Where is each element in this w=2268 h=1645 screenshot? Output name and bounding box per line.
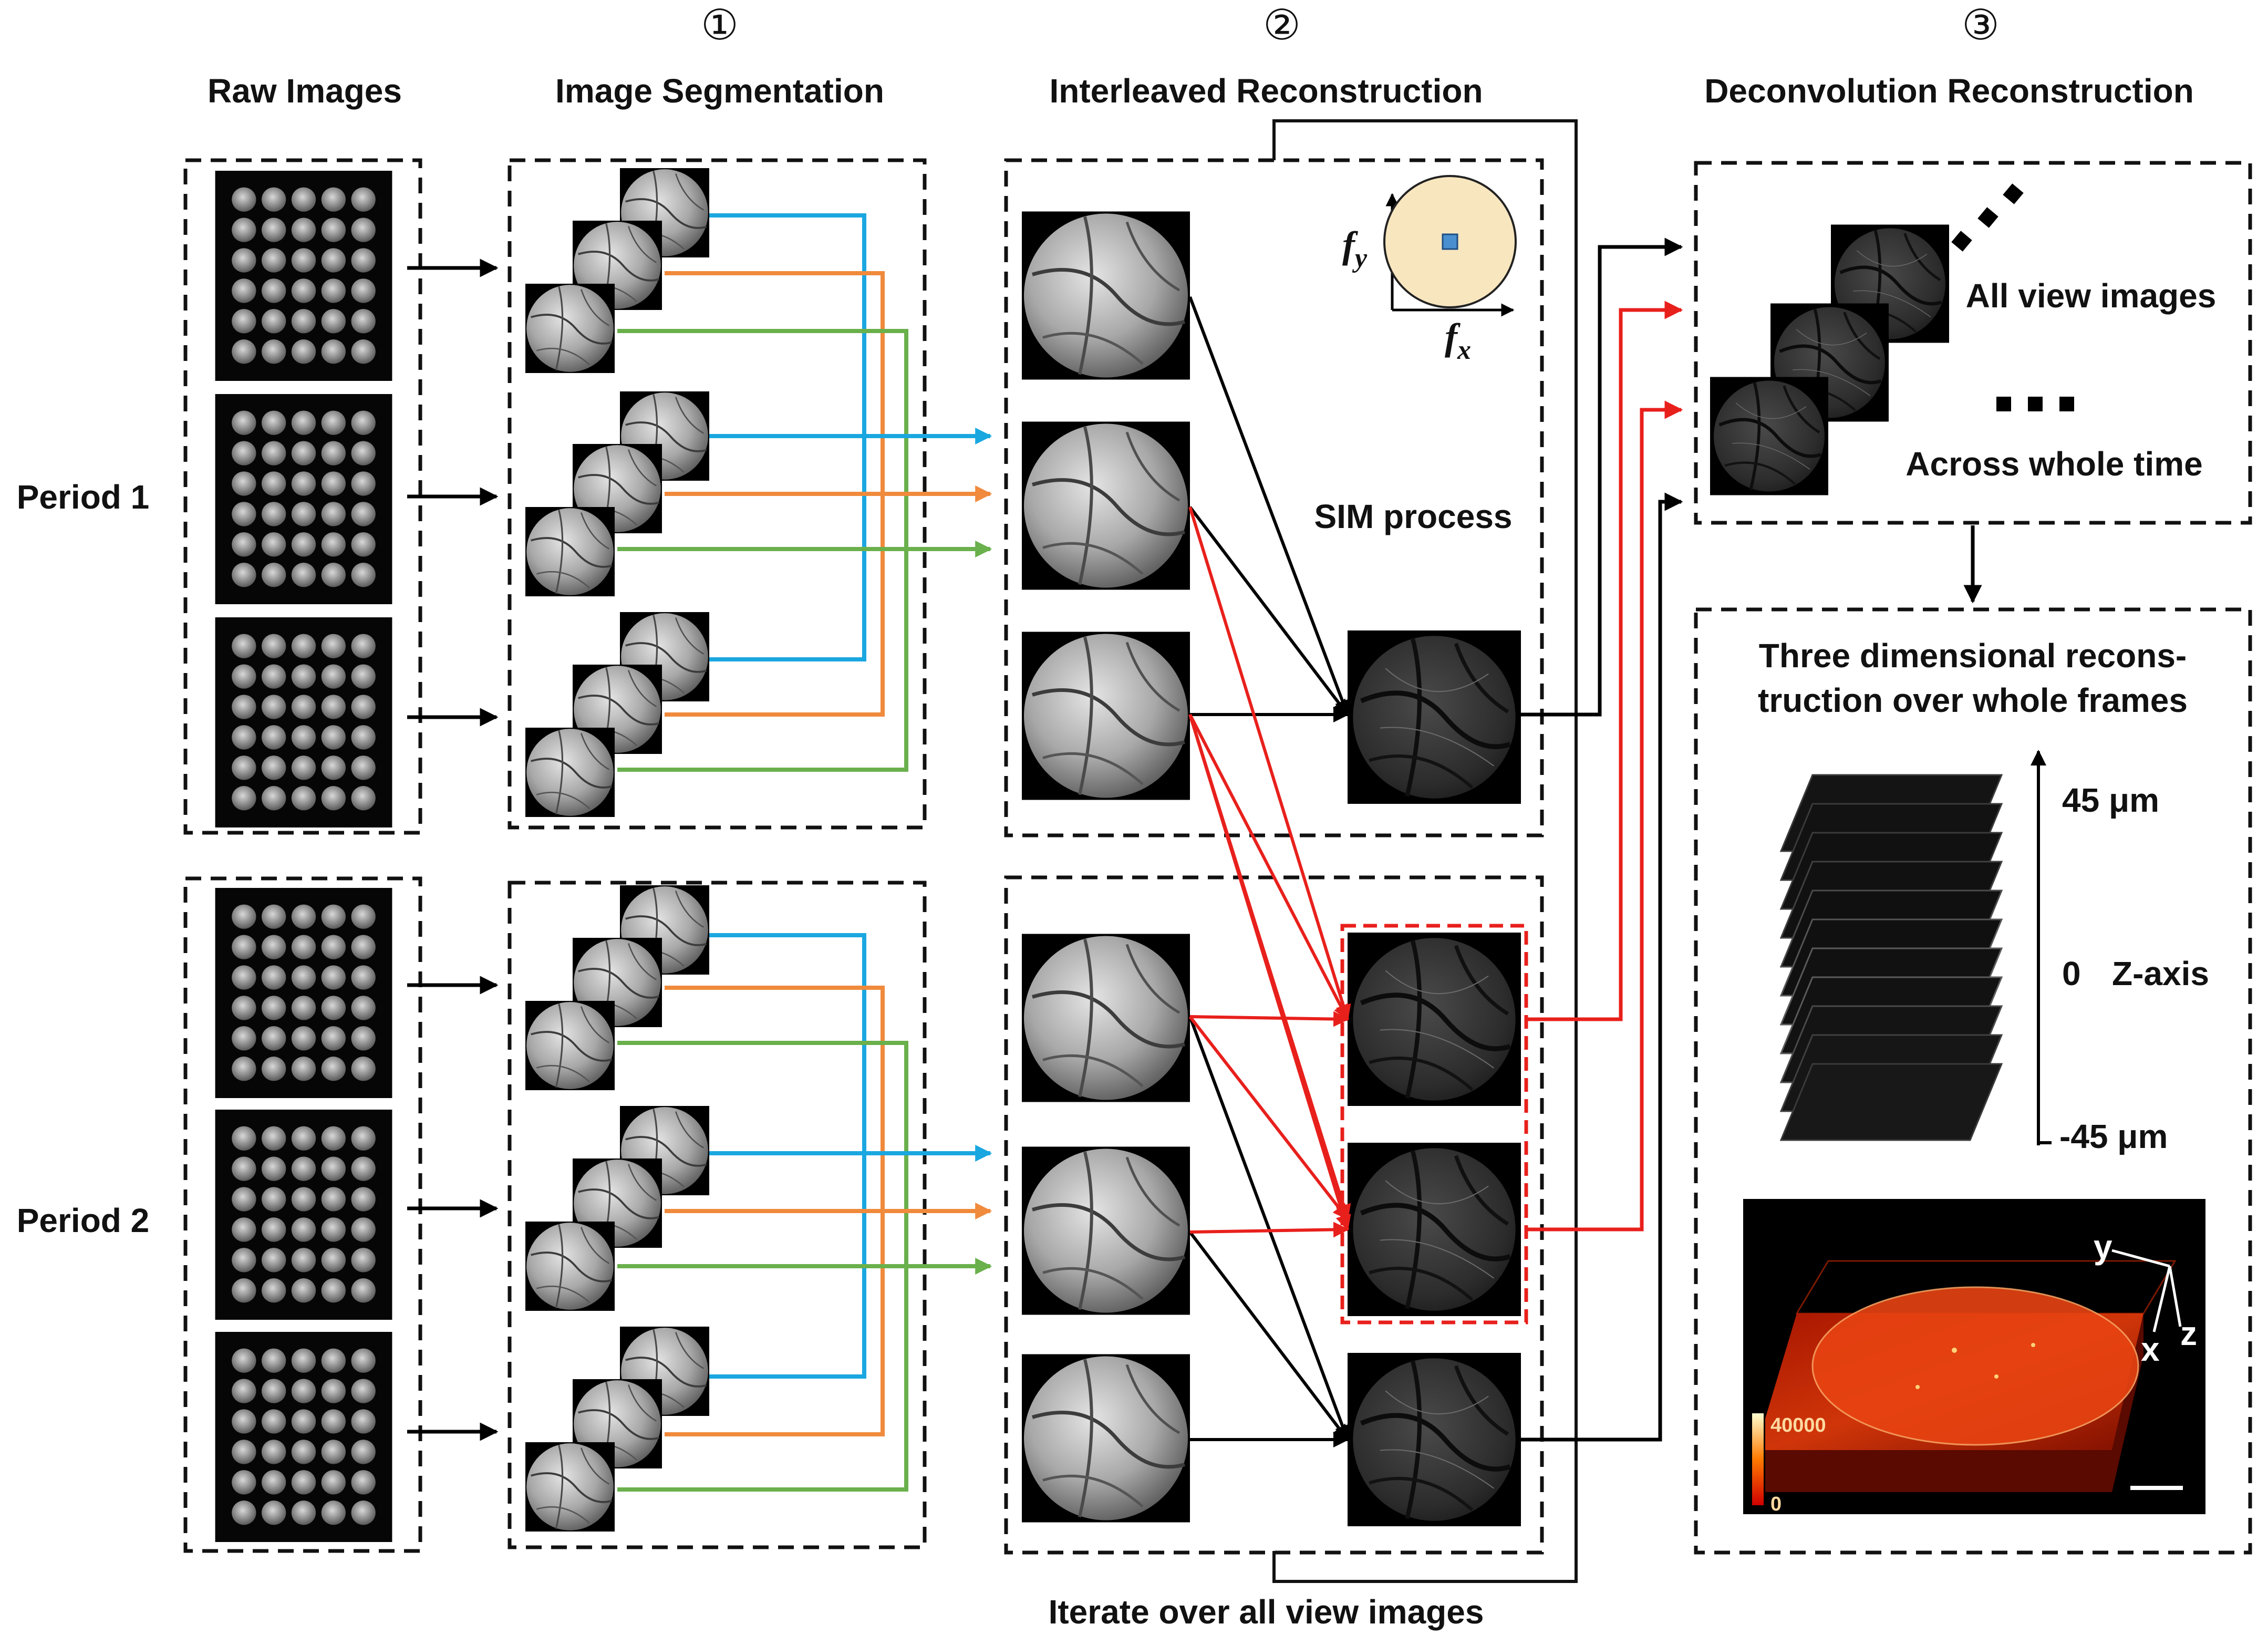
raw-images-panel-period-2 bbox=[183, 876, 422, 1553]
z-top-label: 45 μm bbox=[2062, 781, 2159, 819]
pupil-marker bbox=[1442, 233, 1458, 250]
view-image-p2-b bbox=[1022, 1147, 1190, 1315]
diagonal-ellipsis bbox=[1951, 183, 2024, 252]
z-axis-label: Z-axis bbox=[2112, 955, 2209, 992]
view-image-p1-c bbox=[1022, 632, 1190, 800]
raw-image-6 bbox=[215, 1332, 392, 1542]
view-image-p1-a bbox=[1022, 212, 1190, 380]
segmented-stack-1 bbox=[525, 168, 709, 373]
segmentation-panel-period-2 bbox=[508, 881, 927, 1549]
sim-result-p2 bbox=[1348, 1353, 1521, 1526]
colorbar-max-label: 40000 bbox=[1770, 1414, 1826, 1436]
volume-render: y x z 40000 0 bbox=[1743, 1199, 2205, 1515]
cross-period-highlight-box bbox=[1340, 924, 1528, 1325]
iterate-loop-line bbox=[1272, 119, 1578, 1583]
sim-result-p1 bbox=[1348, 630, 1521, 804]
volume-y-axis-label: y bbox=[2094, 1228, 2112, 1266]
raw-image-1 bbox=[215, 171, 392, 381]
sim-black-arrows bbox=[1188, 296, 1350, 1447]
period-2-label: Period 2 bbox=[17, 1202, 150, 1239]
z-stack-slices bbox=[1779, 774, 2003, 1141]
step3-marker: ③ bbox=[1962, 1, 2000, 49]
raw-image-4 bbox=[215, 888, 392, 1098]
scale-bar bbox=[2130, 1486, 2183, 1490]
interleaved-panel-period-1 bbox=[1004, 158, 1544, 837]
interleaved-reconstruction-title: Interleaved Reconstruction bbox=[1049, 72, 1483, 110]
all-view-images-label: All view images bbox=[1966, 277, 2217, 315]
sim-red-arrows bbox=[1188, 506, 1351, 1238]
raw-image-2 bbox=[215, 394, 392, 604]
view-image-p2-c bbox=[1022, 1354, 1190, 1523]
volume-z-axis-label: z bbox=[2180, 1315, 2197, 1352]
segmentation-panel-period-1 bbox=[508, 158, 927, 830]
step2-marker: ② bbox=[1263, 1, 1301, 49]
colorbar bbox=[1752, 1413, 1764, 1505]
sim-result-cross-b bbox=[1348, 1143, 1521, 1316]
deconvolution-view-1 bbox=[1710, 377, 1828, 495]
sim-result-cross-a bbox=[1348, 933, 1521, 1106]
period-1-label: Period 1 bbox=[17, 478, 150, 516]
z-bottom-label: -45 μm bbox=[2059, 1118, 2168, 1155]
horizontal-ellipsis bbox=[1996, 397, 2074, 411]
view-image-p1-b bbox=[1022, 422, 1190, 590]
three-d-title-line-1: Three dimensional recons- bbox=[1759, 637, 2187, 675]
to-deconvolution-arrows bbox=[1521, 237, 1683, 1442]
segmentation-routes-period-2 bbox=[617, 933, 992, 1492]
sim-process-label: SIM process bbox=[1314, 498, 1512, 535]
segmentation-routes-period-1 bbox=[617, 213, 992, 772]
step1-marker: ① bbox=[701, 1, 739, 49]
segmented-stack-6 bbox=[525, 1327, 709, 1532]
raw-images-panel-period-1 bbox=[183, 158, 422, 835]
fy-axis-label: fy bbox=[1342, 224, 1368, 273]
frequency-pupil-inset: fy fx bbox=[1342, 175, 1517, 365]
fx-axis-label: fx bbox=[1445, 316, 1471, 365]
raw-image-3 bbox=[215, 617, 392, 827]
three-d-panel bbox=[1694, 607, 2252, 1555]
view-image-p2-a bbox=[1022, 934, 1190, 1102]
raw-image-5 bbox=[215, 1110, 392, 1320]
deconvolution-panel bbox=[1694, 161, 2252, 525]
iterate-label: Iterate over all view images bbox=[1049, 1593, 1484, 1631]
raw-to-segmentation-arrows bbox=[407, 258, 499, 1441]
across-whole-time-label: Across whole time bbox=[1905, 445, 2203, 483]
deconvolution-reconstruction-title: Deconvolution Reconstruction bbox=[1704, 72, 2194, 110]
three-d-title-line-2: truction over whole frames bbox=[1758, 681, 2188, 719]
z-mid-label: 0 bbox=[2062, 955, 2081, 992]
volume-x-axis-label: x bbox=[2141, 1330, 2160, 1368]
segmented-stack-5 bbox=[525, 1106, 709, 1311]
raw-images-title: Raw Images bbox=[208, 72, 402, 110]
colorbar-min-label: 0 bbox=[1770, 1493, 1782, 1515]
image-segmentation-title: Image Segmentation bbox=[555, 72, 884, 110]
